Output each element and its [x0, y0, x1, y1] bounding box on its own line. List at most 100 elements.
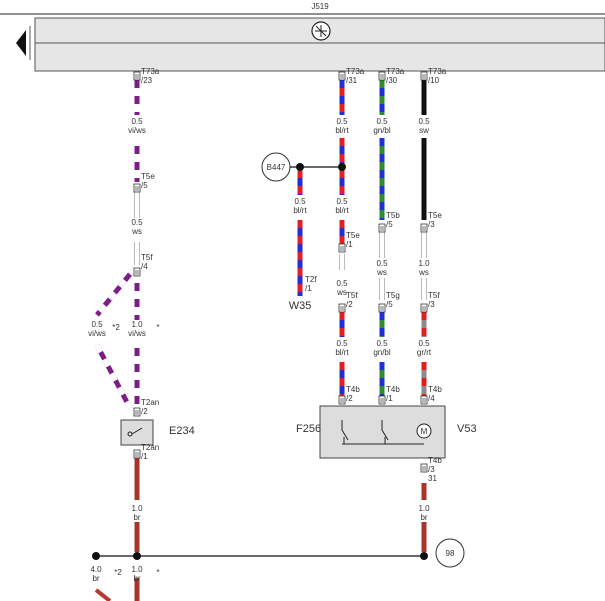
- wire-stripe: [94, 343, 133, 410]
- lbl-t73a-23: T73a/23: [141, 67, 160, 85]
- label-line: ws: [336, 288, 347, 297]
- label-line: T73a: [428, 67, 447, 76]
- motor-icon: M: [416, 423, 432, 439]
- ground-node-right: [420, 552, 428, 560]
- label-line: 0.5: [376, 259, 388, 268]
- label-line: /1: [305, 284, 312, 293]
- label-line: T5f: [346, 291, 358, 300]
- lbl-t4b-1: T4b/1: [386, 385, 400, 403]
- switch-contacts-icon: [341, 420, 424, 445]
- label-line: T73a: [346, 67, 365, 76]
- label-line: 0.5: [376, 117, 388, 126]
- label-line: *2: [112, 323, 120, 332]
- label-line: gr/rt: [417, 348, 432, 357]
- connector-icon: [133, 183, 141, 193]
- connector-icon: [338, 303, 346, 313]
- b447-node-right: [338, 163, 346, 171]
- wire-vi-ws-left-b: [94, 343, 133, 410]
- label-line: 1.0: [418, 259, 430, 268]
- label-line: br: [133, 513, 140, 522]
- label-line: /1: [141, 452, 148, 461]
- label-line: bl/rt: [335, 206, 349, 215]
- connector-icon: [338, 243, 346, 253]
- lbl-t73a-10: T73a/10: [428, 67, 447, 85]
- label-line: T73a: [386, 67, 405, 76]
- label-line: vi/ws: [128, 126, 146, 135]
- lbl-t2f-1: T2f/1: [305, 275, 317, 293]
- label-line: /2: [346, 394, 353, 403]
- label-line: 0.5: [376, 339, 388, 348]
- connector-icon: [338, 71, 346, 81]
- label-line: T2an: [141, 398, 159, 407]
- label-line: 0.5: [131, 117, 143, 126]
- label-line: /5: [386, 220, 393, 229]
- label-line: /3: [428, 465, 435, 474]
- label-line: 0.5: [131, 218, 143, 227]
- label-line: /4: [141, 262, 148, 271]
- label-line: T5f: [428, 291, 440, 300]
- connector-icon: [133, 71, 141, 81]
- motor-label: M: [421, 427, 428, 436]
- ground-point-98-circle: [435, 538, 465, 568]
- ground-node-left: [92, 552, 100, 560]
- label-line: T73a: [141, 67, 160, 76]
- label-line: T4b: [428, 385, 442, 394]
- connector-icon: [420, 303, 428, 313]
- label-line: T5e: [141, 172, 155, 181]
- label-line: *: [156, 568, 159, 577]
- label-line: /4: [428, 394, 435, 403]
- wire-layer: [94, 71, 428, 601]
- lbl-2-left: *2: [112, 323, 120, 332]
- label-line: ws: [376, 268, 387, 277]
- label-line: ws: [418, 268, 429, 277]
- label-line: gn/bl: [373, 126, 391, 135]
- connector-icon: [420, 463, 428, 473]
- label-line: 0.5: [91, 320, 103, 329]
- lbl-t73a-31: T73a/31: [346, 67, 365, 85]
- junction-b447-label: B447: [267, 163, 286, 172]
- label-line: /31: [346, 76, 358, 85]
- label-line: T5b: [386, 211, 400, 220]
- switch-e234-box: [120, 419, 154, 446]
- label-line: T5e: [428, 211, 442, 220]
- lbl-t2an-2: T2an/2: [141, 398, 159, 416]
- label-line: bl/rt: [335, 348, 349, 357]
- lbl-star-bottom: *: [156, 568, 159, 577]
- lbl-t5f-2: T5f/2: [346, 291, 358, 309]
- label-line: W35: [289, 300, 312, 312]
- connector-icon: [133, 449, 141, 459]
- scroll-left-arrow[interactable]: [16, 30, 26, 56]
- label-line: /5: [386, 300, 393, 309]
- label-line: T2an: [141, 443, 159, 452]
- component-f256-label: F256: [296, 423, 321, 435]
- ground-node-mid: [133, 552, 141, 560]
- label-line: T5e: [346, 231, 360, 240]
- connector-icon: [378, 395, 386, 405]
- label-line: 0.5: [336, 279, 348, 288]
- ground-point-98-label: 98: [446, 549, 455, 558]
- lbl-t5f-4: T5f/4: [141, 253, 153, 271]
- label-line: gn/bl: [373, 348, 391, 357]
- label-line: 4.0: [90, 565, 102, 574]
- lbl-t73a-30: T73a/30: [386, 67, 405, 85]
- wire-vi-ws-left: [95, 266, 137, 317]
- component-e234-label: E234: [169, 425, 195, 437]
- label-line: /1: [346, 240, 353, 249]
- label-line: T4b: [346, 385, 360, 394]
- lbl-t5b-5: T5b/5: [386, 211, 400, 229]
- lbl-2-bottom: *2: [114, 568, 122, 577]
